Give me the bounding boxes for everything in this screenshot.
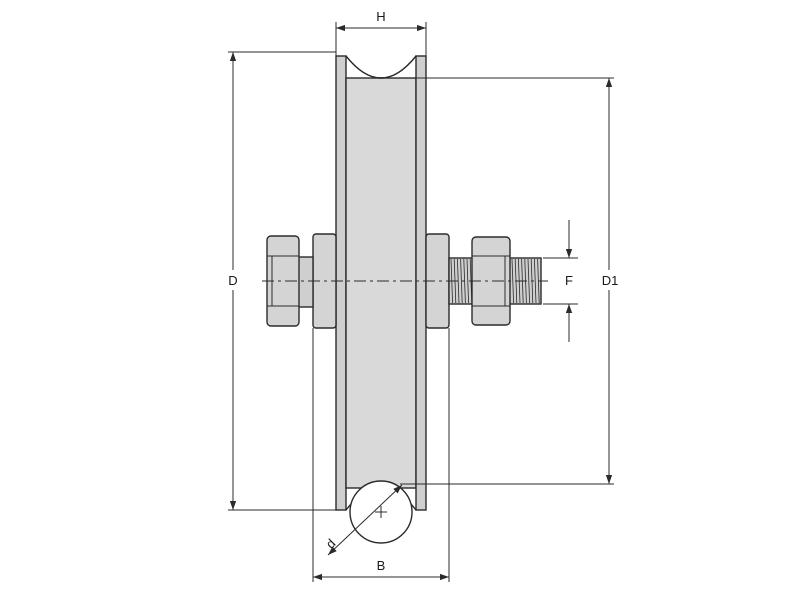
dimension-d: D <box>222 51 336 511</box>
dimension-f: F <box>543 220 578 342</box>
dimension-d1: D1 <box>400 77 624 485</box>
dimension-h: H <box>335 9 427 56</box>
wheel-rim <box>345 77 417 489</box>
dimension-b: B <box>312 328 450 582</box>
cable-section <box>327 480 413 556</box>
label-d-outer: D <box>228 273 237 288</box>
wheel <box>335 55 427 511</box>
label-h: H <box>376 9 385 24</box>
label-d-small: d <box>323 536 339 552</box>
label-d1: D1 <box>602 273 619 288</box>
label-b: B <box>377 558 386 573</box>
wheel-right-flange <box>415 55 427 511</box>
wheel-left-flange <box>335 55 347 511</box>
label-f: F <box>565 273 573 288</box>
